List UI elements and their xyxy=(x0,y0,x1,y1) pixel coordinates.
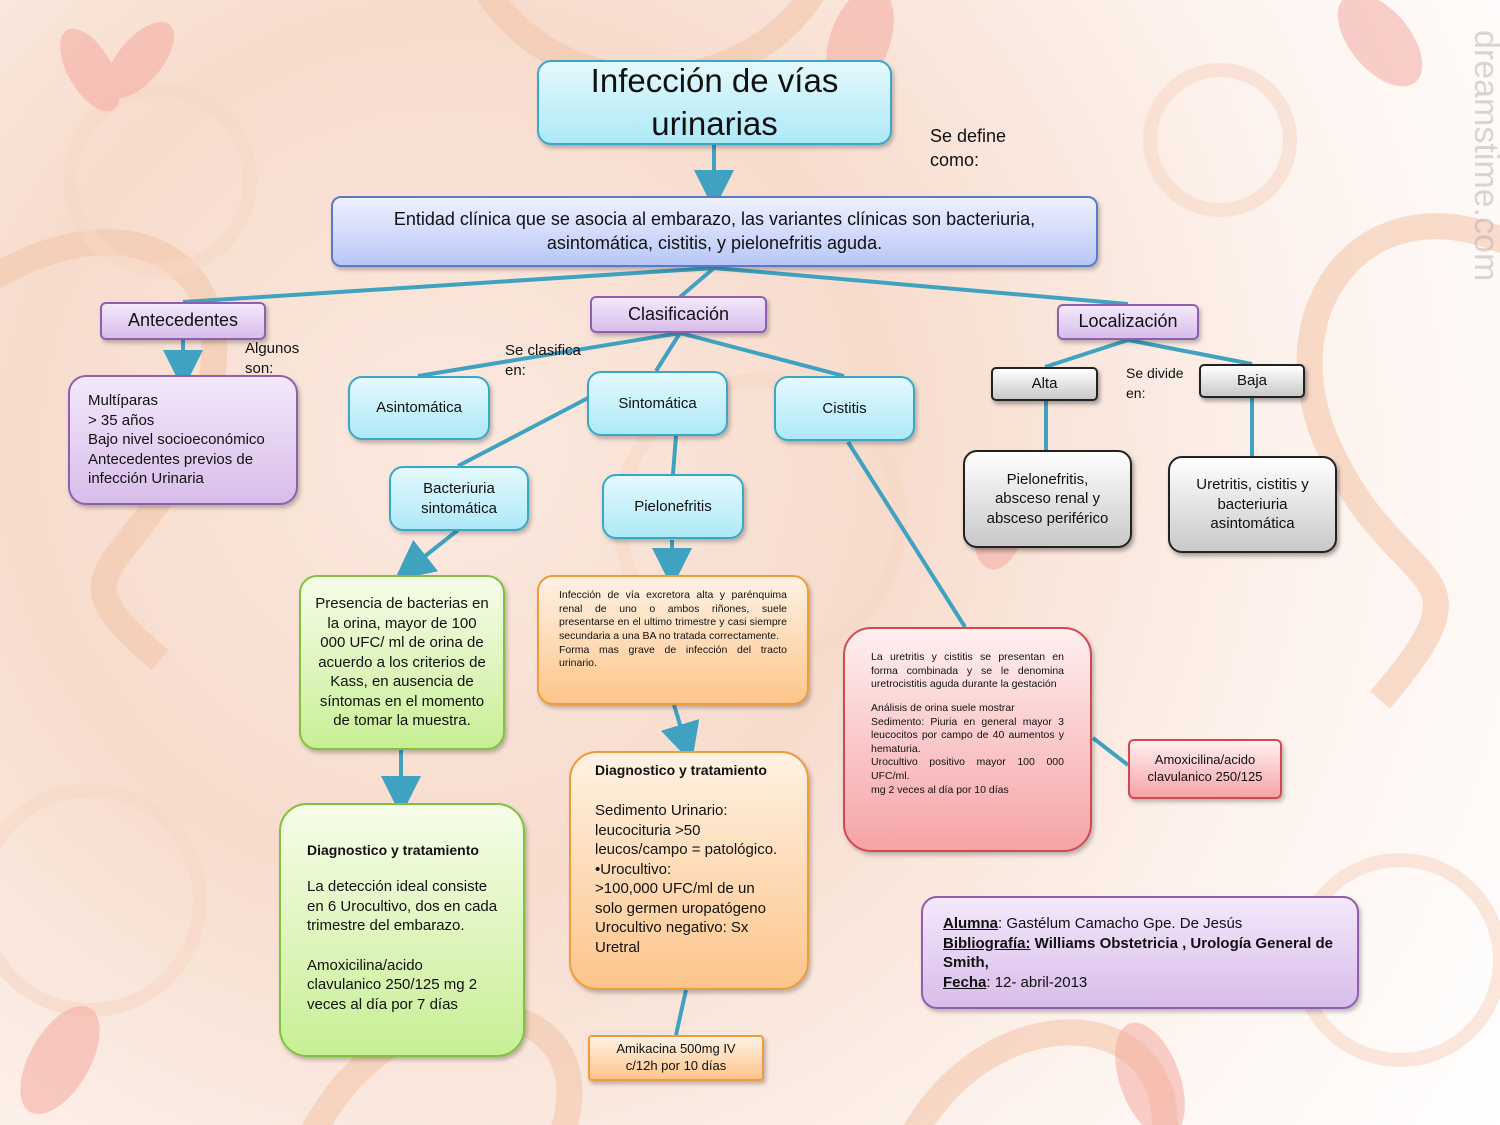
pielonefritis-dx-text: Sedimento Urinario: leucocituria >50 leu… xyxy=(595,802,778,956)
credits-fecha: Fecha: 12- abril-2013 xyxy=(943,973,1087,993)
cistitis-treatment-text: Amoxicilina/acido clavulanico 250/125 xyxy=(1147,752,1263,784)
sintomatica-box: Sintomática xyxy=(587,371,728,436)
baja-detail-text: Uretritis, cistitis y bacteriuria asinto… xyxy=(1196,476,1309,533)
baja-detail-box: Uretritis, cistitis y bacteriuria asinto… xyxy=(1168,456,1337,553)
connector-algunos-son: Algunos son: xyxy=(245,340,300,378)
pielonefritis-definition-box: Infección de vía excretora alta y parénq… xyxy=(537,575,809,705)
bibliografia-value: Williams Obstetricia , Urología General … xyxy=(943,934,1333,972)
connector-se-divide: Se divide en: xyxy=(1126,365,1184,402)
antecedentes-items: Multíparas > 35 años Bajo nivel socioeco… xyxy=(88,392,265,487)
pielonefritis-definition-2: Forma mas grave de infección del tracto … xyxy=(559,643,787,670)
cistitis-detail-p2: Análisis de orina suele mostrar xyxy=(871,701,1015,714)
cistitis-detail-p3: Sedimento: Piuria en general mayor 3 leu… xyxy=(871,715,1064,755)
baja-label: Baja xyxy=(1236,372,1268,390)
localizacion-label: Localización xyxy=(1078,311,1178,332)
map-title: Infección de vías urinarias xyxy=(590,61,839,142)
connector-se-define: Se define como: xyxy=(930,126,1007,171)
alta-box: Alta xyxy=(991,367,1098,401)
cistitis-label: Cistitis xyxy=(822,399,867,417)
cistitis-detail-p1: La uretritis y cistitis se presentan en … xyxy=(871,651,1064,691)
bacteriuria-dx-text: La detección ideal consiste en 6 Urocult… xyxy=(307,878,498,935)
asintomatica-box: Asintomática xyxy=(348,376,490,440)
alumna-value: : Gastélum Camacho Gpe. De Jesús xyxy=(998,915,1243,932)
cistitis-treatment-box: Amoxicilina/acido clavulanico 250/125 xyxy=(1128,739,1282,799)
cistitis-detail-p4: Urocultivo positivo mayor 100 000 UFC/ml… xyxy=(871,756,1064,783)
credits-alumna: Alumna: Gastélum Camacho Gpe. De Jesús xyxy=(943,914,1242,934)
bacteriuria-sintomatica-label: Bacteriuria sintomática xyxy=(421,480,497,517)
clasificacion-label: Clasificación xyxy=(627,303,730,324)
amikacina-text: Amikacina 500mg IV c/12h por 10 días xyxy=(616,1041,736,1073)
title-box: Infección de vías urinarias xyxy=(537,60,892,145)
fecha-value: : 12- abril-2013 xyxy=(986,973,1088,991)
credits-bibliografia: Bibliografía: Williams Obstetricia , Uro… xyxy=(943,934,1337,973)
pielonefritis-dx-title: Diagnostico y tratamiento xyxy=(595,762,767,778)
pielonefritis-label: Pielonefritis xyxy=(634,497,712,515)
sintomatica-label: Sintomática xyxy=(618,394,697,412)
clasificacion-box: Clasificación xyxy=(590,296,767,333)
antecedentes-label: Antecedentes xyxy=(127,310,239,331)
asintomatica-label: Asintomática xyxy=(376,399,462,417)
alumna-label: Alumna xyxy=(943,915,999,932)
alta-detail-text: Pielonefritis, absceso renal y absceso p… xyxy=(986,470,1109,527)
connector-se-clasifica: Se clasifica en: xyxy=(505,342,581,380)
alta-detail-box: Pielonefritis, absceso renal y absceso p… xyxy=(963,450,1132,548)
bacteriuria-dx-box: Diagnostico y tratamiento La detección i… xyxy=(279,803,525,1057)
alta-label: Alta xyxy=(1031,375,1058,393)
localizacion-box: Localización xyxy=(1057,304,1199,340)
credits-box: Alumna: Gastélum Camacho Gpe. De Jesús B… xyxy=(921,896,1359,1009)
bacteriuria-definition-box: Presencia de bacterias en la orina, mayo… xyxy=(299,575,505,750)
watermark-text: dreamstime.com xyxy=(1467,30,1500,281)
bacteriuria-sintomatica-box: Bacteriuria sintomática xyxy=(389,466,529,531)
definition-text: Entidad clínica que se asocia al embaraz… xyxy=(393,209,1036,253)
pielonefritis-definition-1: Infección de vía excretora alta y parénq… xyxy=(559,589,787,642)
bacteriuria-dx-treatment: Amoxicilina/acido clavulanico 250/125 mg… xyxy=(307,956,478,1013)
antecedentes-list-box: Multíparas > 35 años Bajo nivel socioeco… xyxy=(68,375,298,505)
bacteriuria-definition-text: Presencia de bacterias en la orina, mayo… xyxy=(315,595,489,730)
baja-box: Baja xyxy=(1199,364,1305,398)
pielonefritis-box: Pielonefritis xyxy=(602,474,744,539)
antecedentes-box: Antecedentes xyxy=(100,302,266,340)
amikacina-box: Amikacina 500mg IV c/12h por 10 días xyxy=(588,1035,764,1081)
pielonefritis-dx-box: Diagnostico y tratamiento Sedimento Urin… xyxy=(569,751,809,990)
fecha-label: Fecha xyxy=(943,973,987,991)
cistitis-box: Cistitis xyxy=(774,376,915,441)
bacteriuria-dx-title: Diagnostico y tratamiento xyxy=(307,842,479,858)
cistitis-detail-p5: mg 2 veces al día por 10 días xyxy=(871,783,1009,796)
cistitis-detail-box: La uretritis y cistitis se presentan en … xyxy=(843,627,1092,852)
bibliografia-label: Bibliografía: xyxy=(943,934,1031,952)
definition-box: Entidad clínica que se asocia al embaraz… xyxy=(331,196,1098,267)
